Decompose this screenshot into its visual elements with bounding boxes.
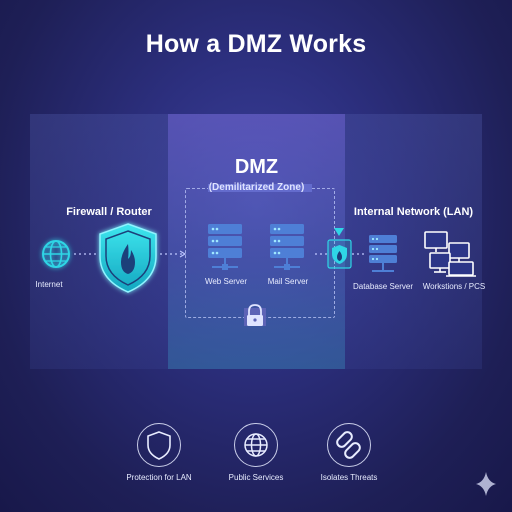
globe-icon	[42, 240, 70, 268]
database-server-icon	[369, 235, 397, 272]
feature-protection-icon-ring	[137, 423, 181, 467]
lan-zone-panel	[345, 114, 482, 369]
feature-label-protection: Protection for LAN	[126, 473, 192, 482]
database-server-label: Database Server	[352, 282, 414, 291]
feature-label-isolate: Isolates Threats	[320, 473, 378, 482]
sparkle-icon	[476, 472, 496, 496]
lan-label: Internal Network (LAN)	[353, 206, 474, 218]
mail-server-icon	[270, 224, 304, 270]
web-server-icon	[208, 224, 242, 270]
lock-icon	[244, 304, 266, 326]
inner-firewall-shield-icon	[327, 239, 352, 269]
dmz-subtitle: (Demilitarized Zone)	[208, 182, 305, 193]
web-server-label: Web Server	[204, 277, 248, 286]
internet-label: Internet	[35, 280, 63, 289]
feature-public-icon-ring	[234, 423, 278, 467]
workstations-icon	[424, 231, 476, 277]
feature-isolate-icon-ring	[327, 423, 371, 467]
mail-server-label: Mail Server	[267, 277, 309, 286]
dmz-zone-panel	[168, 114, 345, 369]
page-title: How a DMZ Works	[145, 30, 367, 58]
workstations-label: Workstions / PCS	[422, 282, 486, 291]
feature-label-public: Public Services	[228, 473, 284, 482]
firewall-shield-icon	[99, 223, 157, 293]
dmz-title: DMZ	[234, 156, 279, 178]
firewall-label: Firewall / Router	[66, 206, 152, 218]
